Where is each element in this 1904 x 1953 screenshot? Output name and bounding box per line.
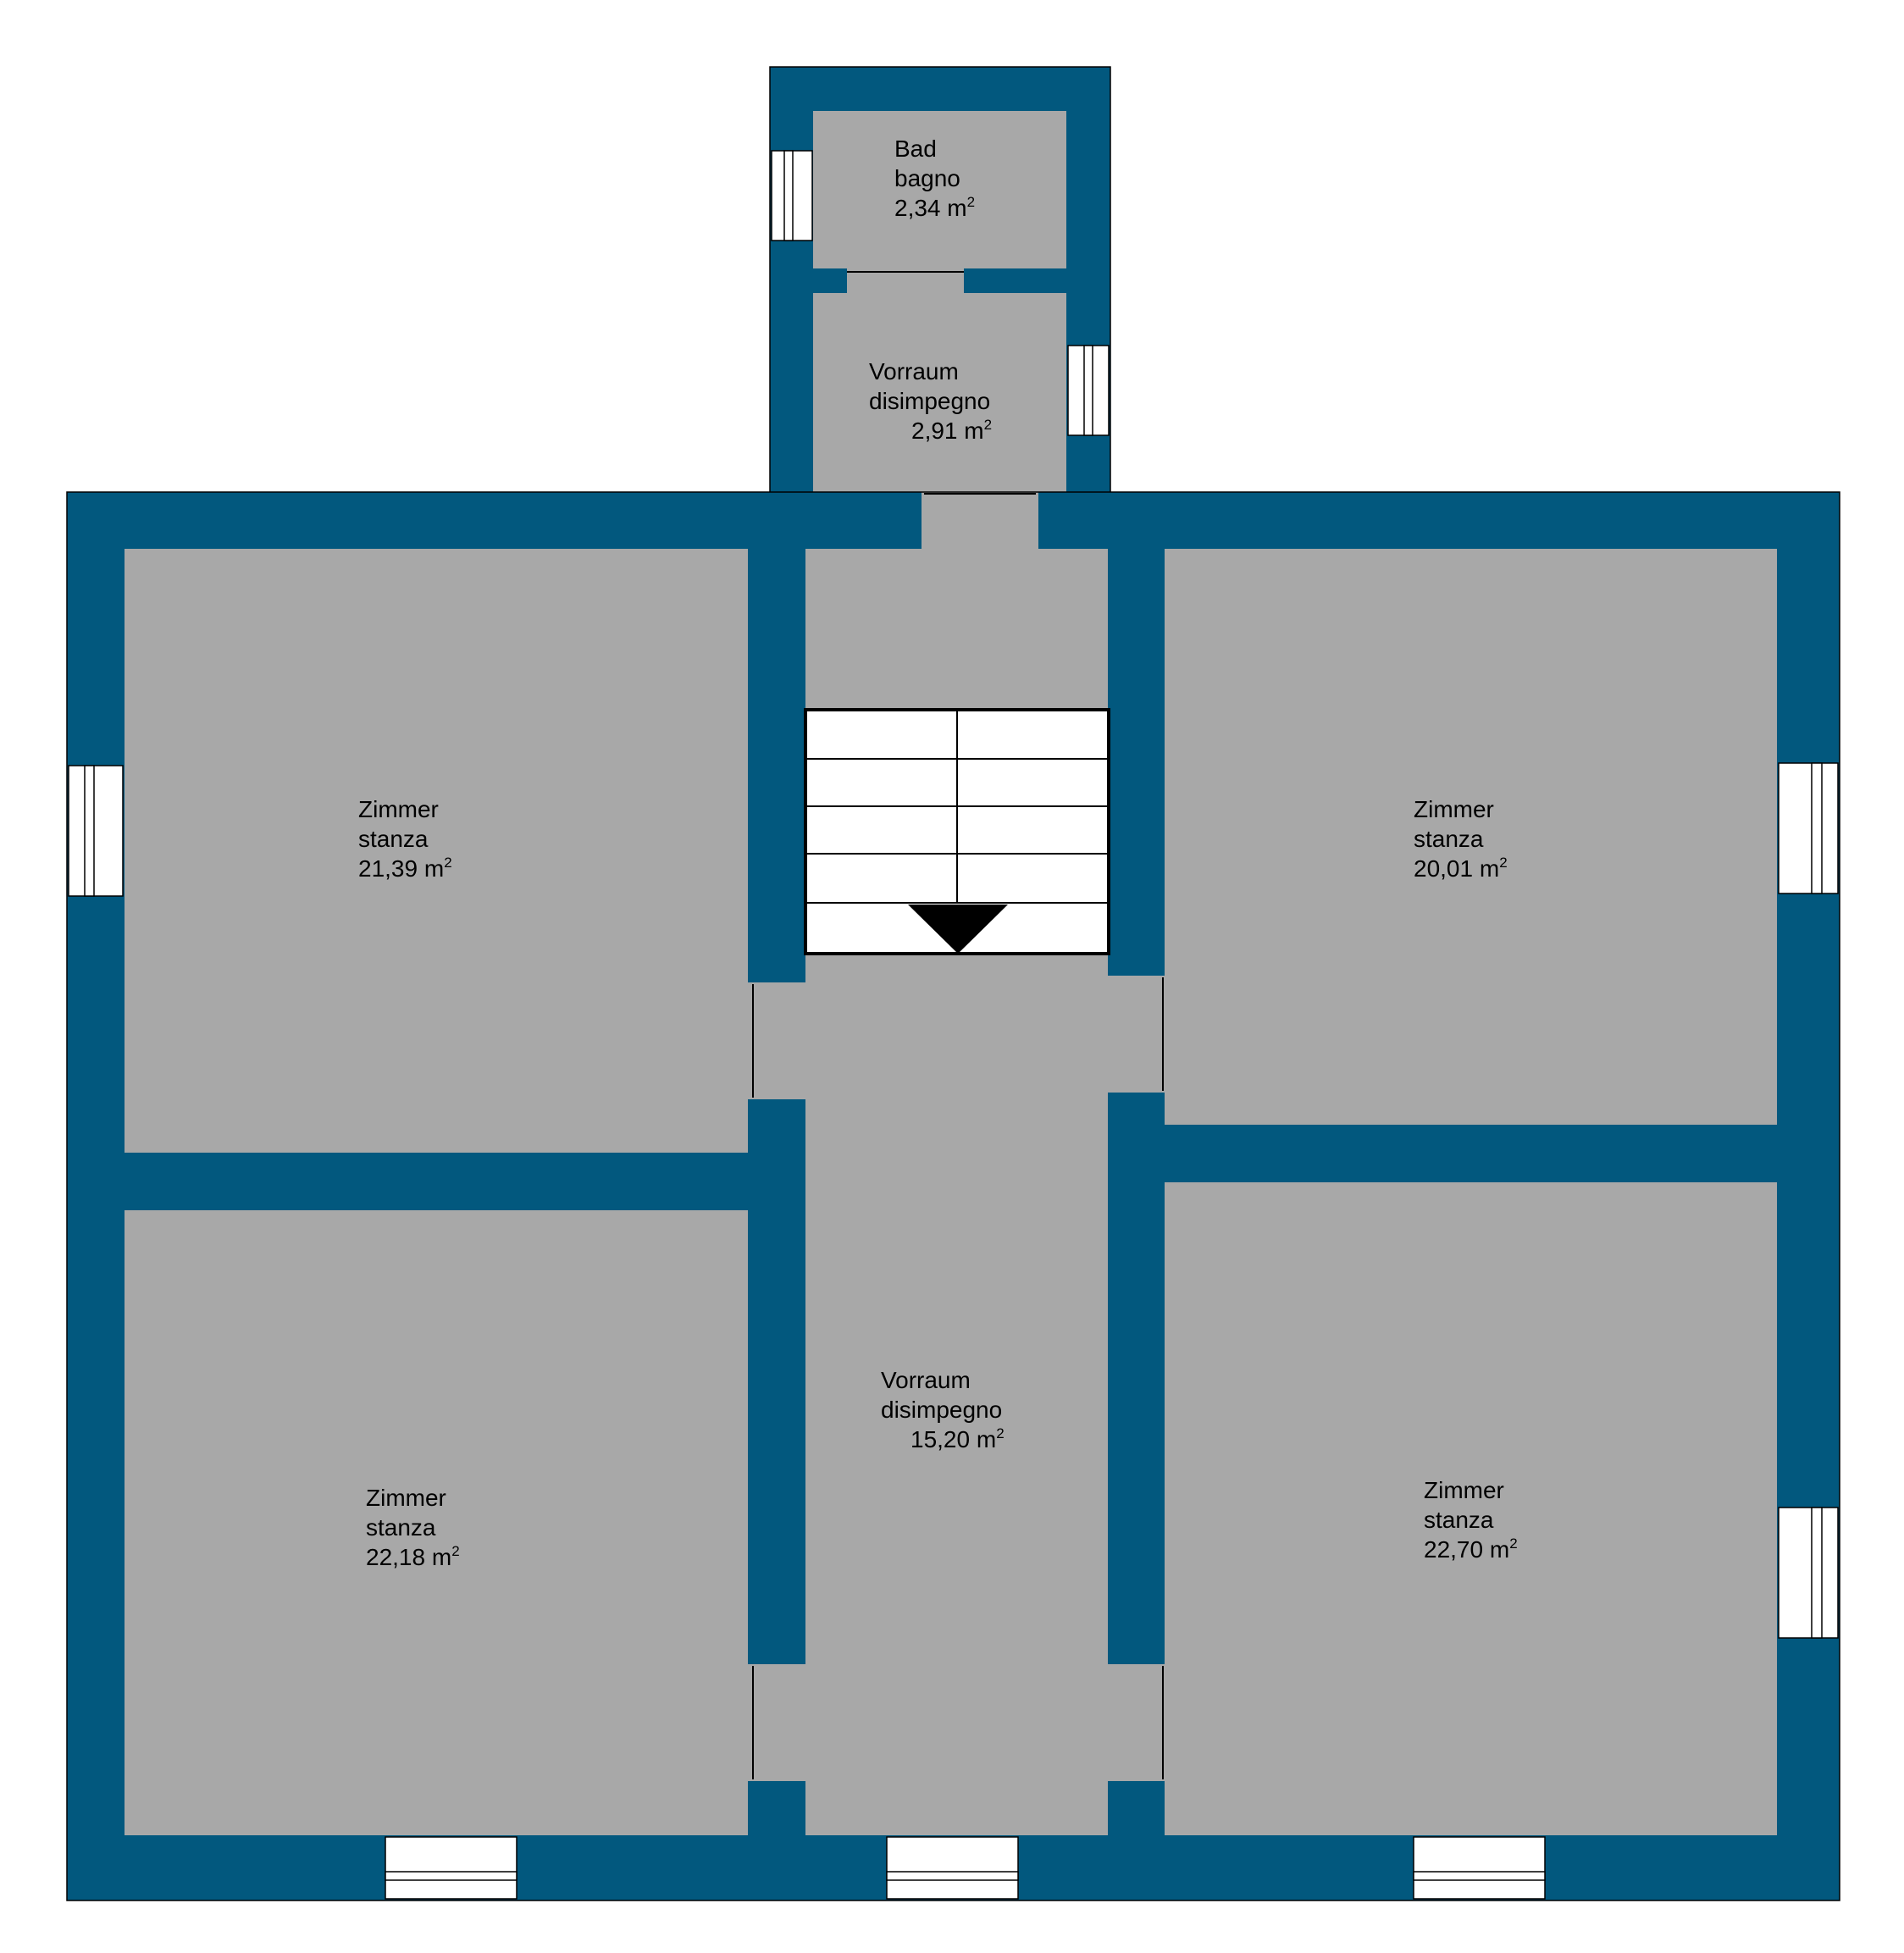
room-area: 22,70 m2 bbox=[1424, 1535, 1518, 1563]
room-area: 2,91 m2 bbox=[911, 417, 993, 444]
room-name-it: stanza bbox=[358, 826, 429, 852]
hall-door-right-upper bbox=[1106, 976, 1165, 1093]
windows bbox=[68, 150, 1839, 1900]
bad-floor bbox=[813, 111, 1066, 268]
hall-door-left-upper bbox=[748, 982, 807, 1099]
room-label-bad: Bad bagno 2,34 m2 bbox=[894, 134, 975, 223]
room-label-zimmer-bottom-right: Zimmer stanza 22,70 m2 bbox=[1424, 1475, 1518, 1564]
room-name-de: Zimmer bbox=[1414, 796, 1494, 822]
room-area: 15,20 m2 bbox=[910, 1425, 1005, 1452]
window-vorraum-right bbox=[1067, 345, 1110, 436]
staircase bbox=[804, 708, 1110, 955]
door-lines bbox=[752, 271, 1164, 1779]
stair-direction-arrow-icon bbox=[908, 905, 1008, 954]
zimmer-top-left-floor bbox=[125, 549, 748, 1153]
room-name-it: disimpegno bbox=[869, 388, 991, 414]
window-bad-left bbox=[771, 150, 813, 241]
room-name-it: stanza bbox=[1414, 826, 1484, 852]
room-label-zimmer-bottom-left: Zimmer stanza 22,18 m2 bbox=[366, 1483, 460, 1572]
room-label-vorraum-main: Vorraum disimpegno 15,20 m2 bbox=[881, 1365, 1005, 1454]
window-right-wall-lower bbox=[1778, 1507, 1839, 1639]
room-area: 21,39 m2 bbox=[358, 855, 452, 882]
zimmer-bottom-left-floor bbox=[125, 1210, 748, 1835]
room-name-de: Vorraum bbox=[881, 1367, 971, 1393]
hall-door-right-lower bbox=[1106, 1664, 1165, 1781]
room-label-vorraum-top: Vorraum disimpegno 2,91 m2 bbox=[869, 357, 992, 445]
room-area: 22,18 m2 bbox=[366, 1543, 460, 1570]
room-name-de: Vorraum bbox=[869, 358, 959, 385]
room-area: 2,34 m2 bbox=[894, 194, 976, 221]
room-name-de: Zimmer bbox=[1424, 1477, 1504, 1503]
zimmer-bottom-right-floor bbox=[1165, 1182, 1777, 1835]
outline bbox=[66, 66, 1840, 1901]
room-name-de: Zimmer bbox=[366, 1485, 446, 1511]
window-bottom-center bbox=[886, 1836, 1019, 1900]
vorraum-top-lower-door-gap bbox=[922, 491, 1038, 550]
window-left-wall bbox=[68, 765, 124, 897]
room-area: 20,01 m2 bbox=[1414, 855, 1508, 882]
room-name-de: Bad bbox=[894, 136, 937, 162]
hall-door-left-lower bbox=[748, 1664, 807, 1781]
room-name-it: disimpegno bbox=[881, 1397, 1003, 1423]
window-right-wall-upper bbox=[1778, 762, 1839, 894]
window-bottom-left bbox=[385, 1836, 518, 1900]
room-name-de: Zimmer bbox=[358, 796, 439, 822]
room-name-it: stanza bbox=[366, 1514, 436, 1541]
zimmer-top-right-floor bbox=[1165, 549, 1777, 1125]
room-name-it: bagno bbox=[894, 165, 960, 191]
room-label-zimmer-top-left: Zimmer stanza 21,39 m2 bbox=[358, 794, 452, 883]
window-bottom-right bbox=[1413, 1836, 1546, 1900]
vorraum-top-floor bbox=[813, 293, 1066, 492]
room-label-zimmer-top-right: Zimmer stanza 20,01 m2 bbox=[1414, 794, 1508, 883]
stair-treads bbox=[805, 710, 1109, 904]
room-name-it: stanza bbox=[1424, 1507, 1494, 1533]
